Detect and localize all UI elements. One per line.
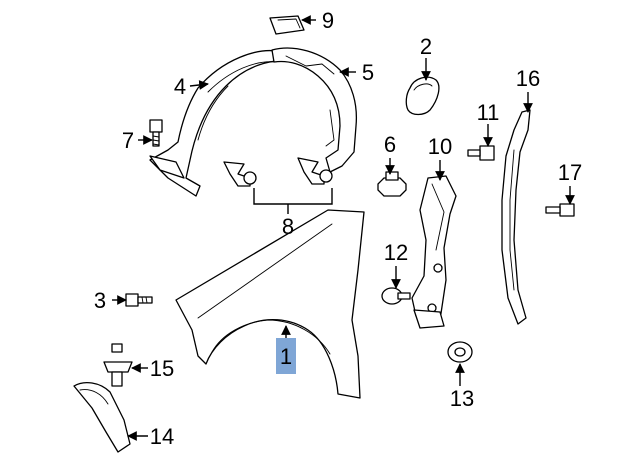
part-6-nut[interactable] (377, 171, 407, 197)
callout-15[interactable]: 15 (150, 356, 174, 381)
part-4-fender-liner[interactable] (149, 50, 291, 197)
part-5-fender-liner[interactable] (271, 47, 358, 173)
part-9-clip[interactable] (269, 15, 305, 35)
callout-10[interactable]: 10 (428, 134, 452, 159)
part-3-bolt[interactable] (125, 293, 153, 307)
part-1-fender[interactable] (175, 209, 365, 399)
callout-13[interactable]: 13 (450, 386, 474, 411)
part-17-bolt[interactable] (545, 203, 575, 217)
callout-16[interactable]: 16 (516, 66, 540, 91)
part-8-push-clip-left[interactable] (223, 161, 257, 187)
callout-1[interactable]: 1 (280, 344, 292, 369)
callout-5[interactable]: 5 (362, 60, 374, 85)
callout-7[interactable]: 7 (122, 128, 134, 153)
part-7-bolt[interactable] (149, 119, 163, 147)
part-2-cap[interactable] (405, 76, 440, 116)
callout-12[interactable]: 12 (384, 240, 408, 265)
part-10-bracket[interactable] (411, 175, 457, 329)
callout-14[interactable]: 14 (150, 424, 174, 449)
part-12-stud[interactable] (381, 287, 411, 305)
part-15-push-pin[interactable] (103, 343, 133, 387)
leader-lines (112, 15, 575, 441)
callout-17[interactable]: 17 (558, 160, 582, 185)
part-14-mud-flap[interactable] (73, 381, 131, 453)
callout-2[interactable]: 2 (420, 34, 432, 59)
callout-labels: 1 2 3 4 5 6 7 8 9 10 11 12 13 14 15 16 1… (94, 8, 582, 449)
callout-4[interactable]: 4 (174, 74, 186, 99)
callout-3[interactable]: 3 (94, 288, 106, 313)
callout-8[interactable]: 8 (282, 214, 294, 239)
part-13-nut[interactable] (447, 341, 473, 363)
highlight-part-1 (276, 338, 296, 374)
callout-6[interactable]: 6 (384, 132, 396, 157)
part-11-bolt[interactable] (467, 145, 495, 161)
callout-11[interactable]: 11 (477, 100, 500, 125)
callout-9[interactable]: 9 (322, 8, 334, 33)
part-8-push-clip-right[interactable] (297, 157, 333, 185)
part-16-seal[interactable] (501, 109, 531, 325)
